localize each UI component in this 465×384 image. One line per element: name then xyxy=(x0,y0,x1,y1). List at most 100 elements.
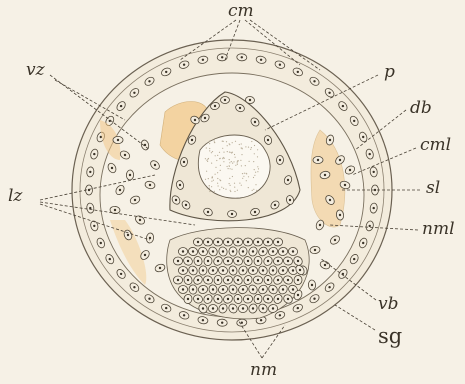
stipple-dot xyxy=(241,147,242,148)
stipple-dot xyxy=(223,157,224,158)
ring-cell-nucleus xyxy=(328,286,330,288)
side-cell-nucleus xyxy=(124,154,126,156)
central-cell-nucleus xyxy=(183,161,185,163)
stipple-dot xyxy=(229,183,230,184)
lower-cell-nucleus xyxy=(197,241,199,243)
lower-cell-nucleus xyxy=(182,288,184,290)
side-cell-nucleus xyxy=(111,167,113,169)
lower-cell-nucleus xyxy=(267,298,269,300)
side-cell-nucleus xyxy=(134,199,136,201)
central-cell-nucleus xyxy=(207,211,209,213)
stipple-dot xyxy=(257,156,258,157)
lower-cell-nucleus xyxy=(277,298,279,300)
stipple-dot xyxy=(209,141,210,142)
lower-cell-nucleus xyxy=(182,269,184,271)
lower-cell-nucleus xyxy=(222,307,224,309)
stipple-dot xyxy=(209,188,210,189)
lower-cell-nucleus xyxy=(212,307,214,309)
stipple-dot xyxy=(241,185,242,186)
lower-cell-nucleus xyxy=(222,269,224,271)
stipple-dot xyxy=(220,170,221,171)
ring-cell-nucleus xyxy=(133,286,135,288)
stipple-dot xyxy=(215,167,216,168)
stipple-dot xyxy=(254,145,255,146)
stipple-dot xyxy=(214,139,215,140)
stipple-dot xyxy=(207,161,208,162)
stipple-dot xyxy=(241,143,242,144)
stipple-dot xyxy=(239,144,240,145)
lower-cell-nucleus xyxy=(192,288,194,290)
stipple-dot xyxy=(229,152,230,153)
stipple-dot xyxy=(232,142,233,143)
side-cell-nucleus xyxy=(159,267,161,269)
stipple-dot xyxy=(222,148,223,149)
stipple-dot xyxy=(206,160,207,161)
lower-cell-nucleus xyxy=(247,241,249,243)
stipple-dot xyxy=(206,171,207,172)
ring-cell-nucleus xyxy=(89,207,91,209)
stipple-dot xyxy=(234,191,235,192)
stipple-dot xyxy=(217,155,218,156)
ring-cell-nucleus xyxy=(133,92,135,94)
stipple-dot xyxy=(243,176,244,177)
side-cell-nucleus xyxy=(144,254,146,256)
stipple-dot xyxy=(213,180,214,181)
ring-cell-nucleus xyxy=(202,59,204,61)
ring-cell-nucleus xyxy=(221,56,223,58)
stipple-dot xyxy=(219,152,220,153)
ring-cell-nucleus xyxy=(93,225,95,227)
ring-cell-nucleus xyxy=(369,153,371,155)
lower-cell-nucleus xyxy=(182,250,184,252)
central-cell-nucleus xyxy=(224,99,226,101)
ring-cell-nucleus xyxy=(297,307,299,309)
side-cell-nucleus xyxy=(297,294,299,296)
lower-cell-nucleus xyxy=(217,260,219,262)
lower-cell-nucleus xyxy=(282,269,284,271)
ring-cell-nucleus xyxy=(297,71,299,73)
central-cell-nucleus xyxy=(289,199,291,201)
stipple-dot xyxy=(209,148,210,149)
central-cell-nucleus xyxy=(191,139,193,141)
lower-cell-nucleus xyxy=(222,288,224,290)
central-cell-nucleus xyxy=(194,119,196,121)
stipple-dot xyxy=(221,187,222,188)
ring-cell-nucleus xyxy=(353,120,355,122)
ring-cell-nucleus xyxy=(260,319,262,321)
stipple-dot xyxy=(241,154,242,155)
stipple-dot xyxy=(212,176,213,177)
lower-cell-nucleus xyxy=(287,279,289,281)
central-cell-nucleus xyxy=(175,199,177,201)
ring-cell-nucleus xyxy=(313,80,315,82)
stipple-dot xyxy=(217,172,218,173)
lower-cell-nucleus xyxy=(242,288,244,290)
stipple-dot xyxy=(225,189,226,190)
stipple-dot xyxy=(219,179,220,180)
lower-cell-nucleus xyxy=(197,260,199,262)
label-cm: cm xyxy=(228,3,254,20)
side-cell-nucleus xyxy=(114,209,116,211)
lower-cell-nucleus xyxy=(222,250,224,252)
stipple-dot xyxy=(235,165,236,166)
lower-cell-nucleus xyxy=(192,250,194,252)
stipple-dot xyxy=(215,155,216,156)
label-nml: nml xyxy=(422,221,455,238)
side-cell-nucleus xyxy=(324,264,326,266)
stipple-dot xyxy=(220,158,221,159)
stipple-dot xyxy=(255,184,256,185)
side-cell-nucleus xyxy=(149,184,151,186)
ring-cell-nucleus xyxy=(165,71,167,73)
label-sg: sg xyxy=(378,326,402,347)
side-cell-nucleus xyxy=(127,234,129,236)
stipple-dot xyxy=(217,178,218,179)
lower-cell-nucleus xyxy=(237,260,239,262)
ring-cell-nucleus xyxy=(100,242,102,244)
lower-cell-nucleus xyxy=(252,307,254,309)
central-cell-nucleus xyxy=(254,121,256,123)
lower-cell-nucleus xyxy=(227,241,229,243)
lower-cell-nucleus xyxy=(247,298,249,300)
stipple-dot xyxy=(229,178,230,179)
side-cell-nucleus xyxy=(334,239,336,241)
stipple-dot xyxy=(205,158,206,159)
lower-cell-nucleus xyxy=(282,250,284,252)
lower-cell-nucleus xyxy=(247,279,249,281)
